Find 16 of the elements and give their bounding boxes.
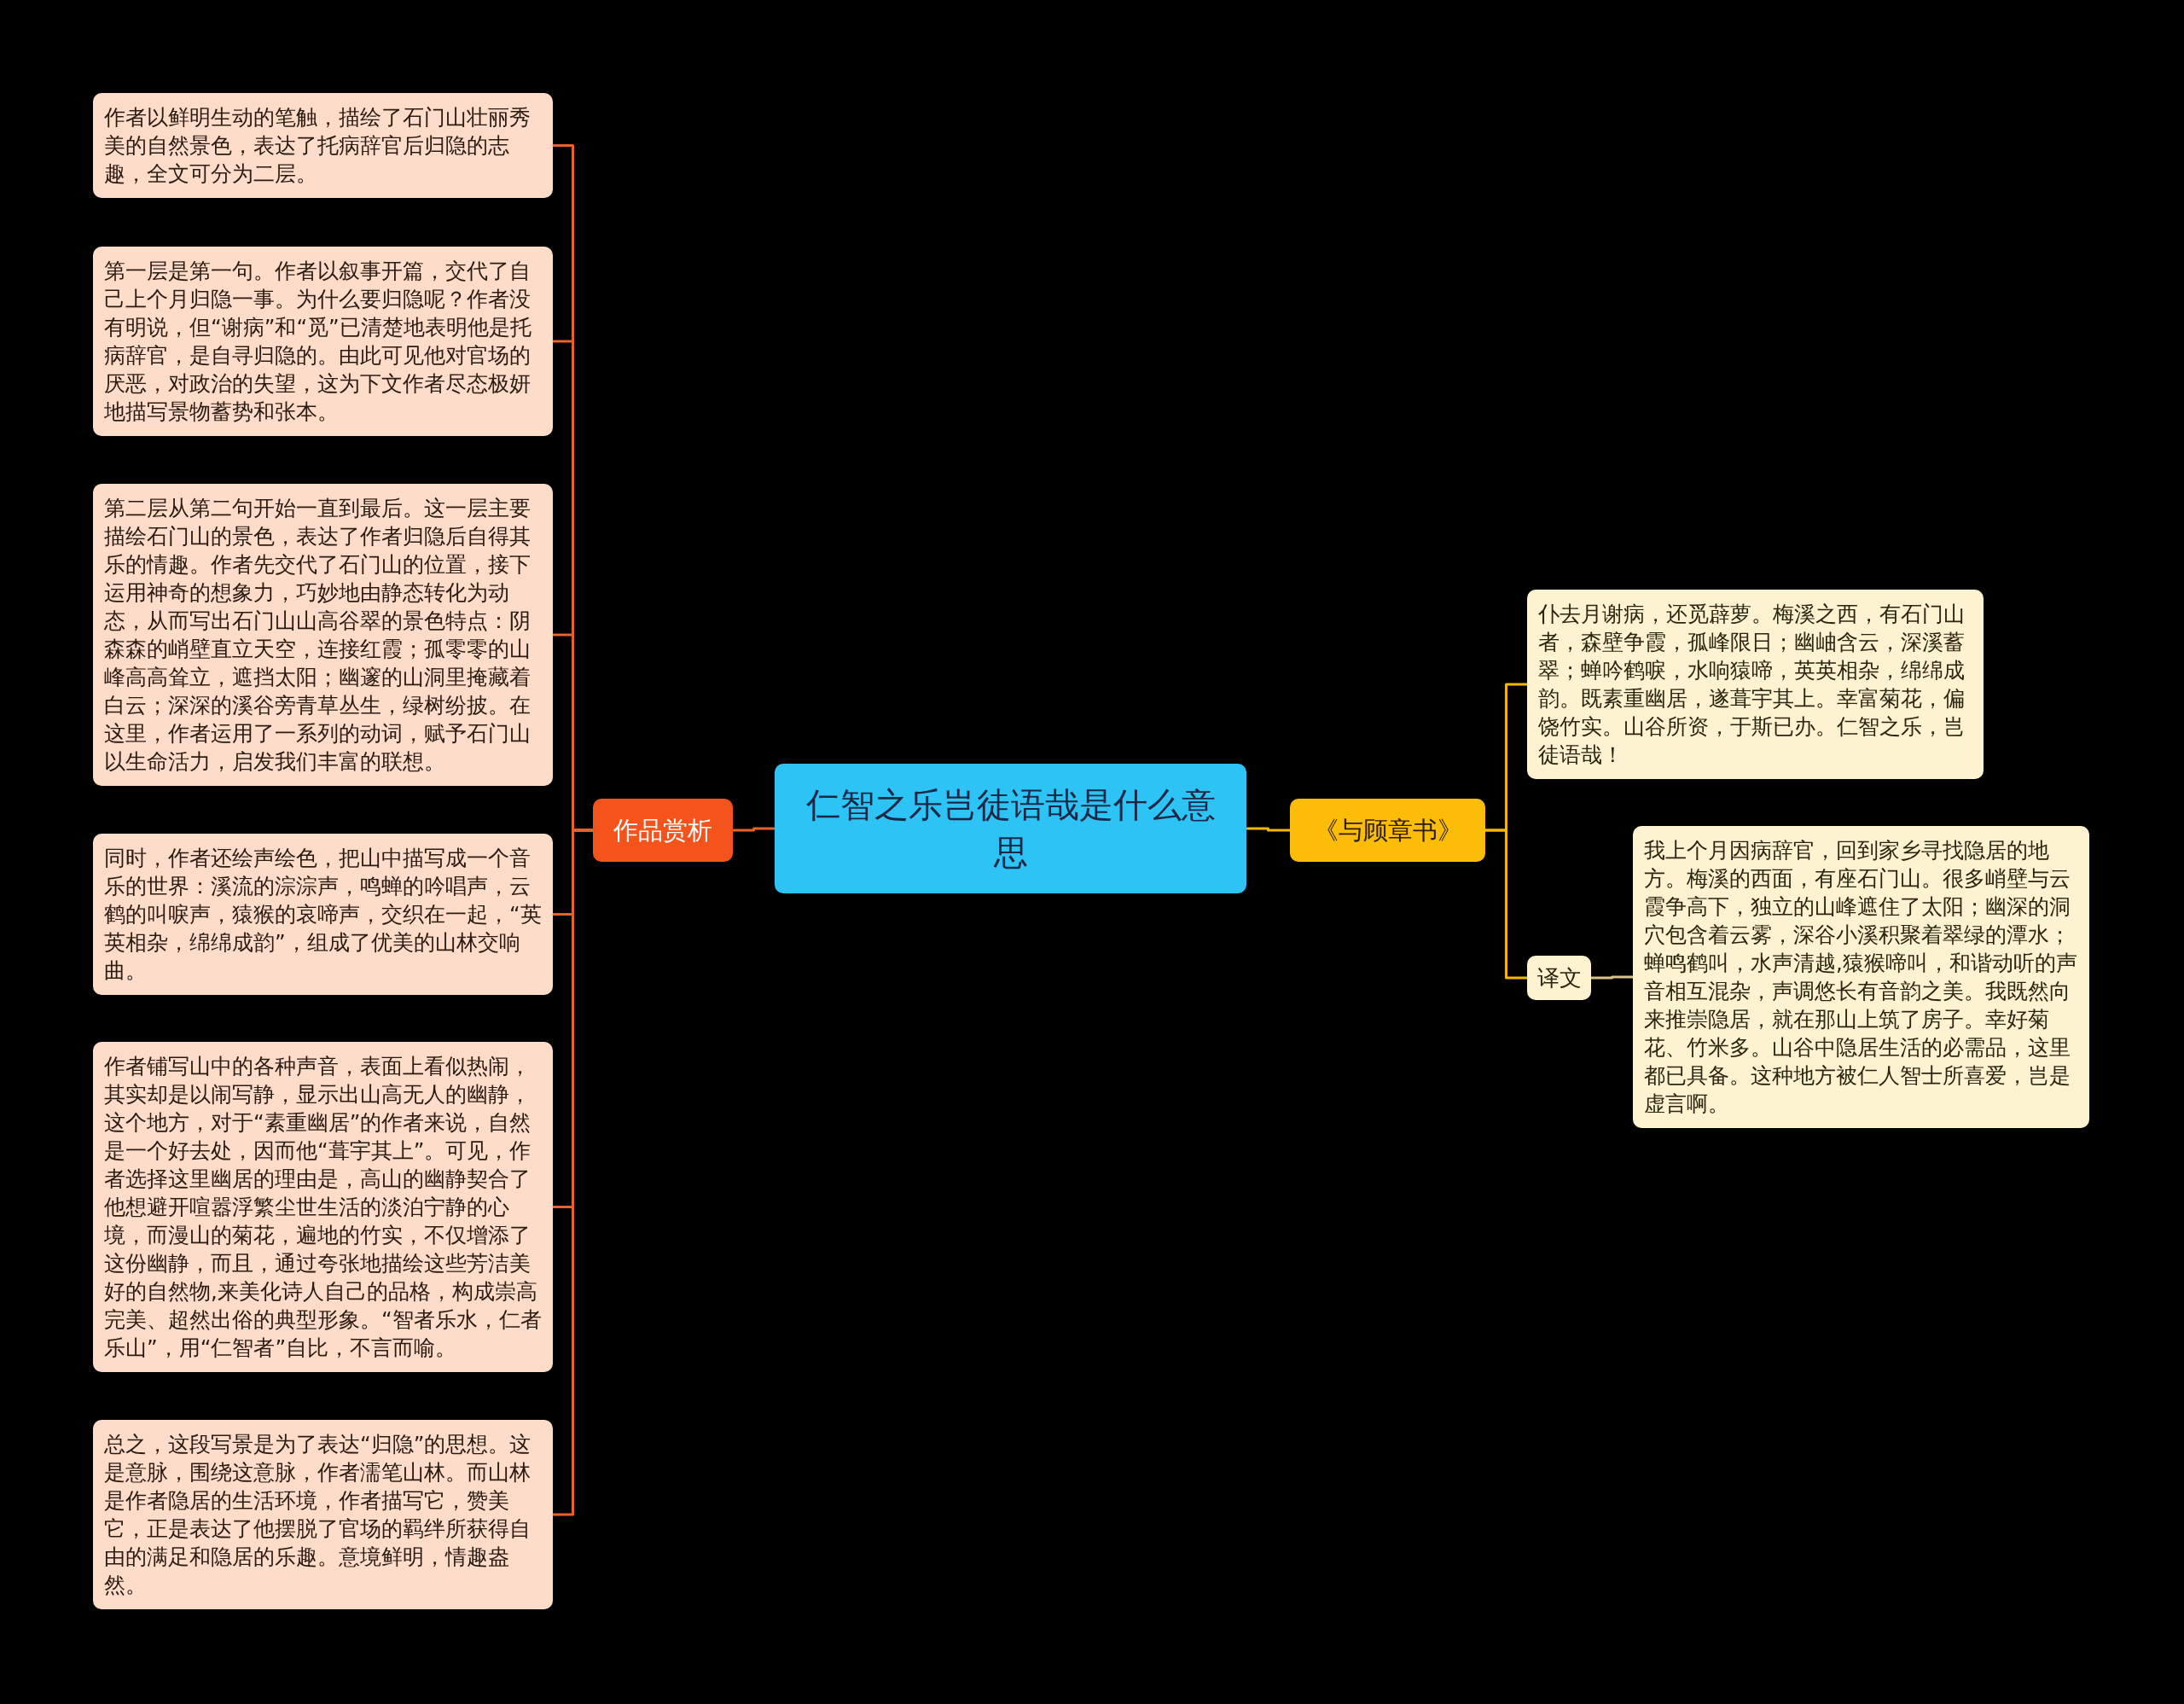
branch-topic-box: 《与顾章书》	[1290, 799, 1485, 862]
connector-line	[1246, 827, 1290, 832]
note-card: 第一层是第一句。作者以叙事开篇，交代了自己上个月归隐一事。为什么要归隐呢？作者没有明说，但“谢病”和“觅”已清楚地表明他是托病辞官，是自寻归隐的。由此可见他对官场的厌恶，对政治的失望，这为下文作者尽态极妍地描写景物蓄势和张本。	[93, 247, 553, 436]
note-card: 作者铺写山中的各种声音，表面上看似热闹，其实却是以闹写静，显示出山高无人的幽静，这个地方，对于“素重幽居”的作者来说，自然是一个好去处，因而他“葺宇其上”。可见，作者选择这里幽居的理由是，高山的幽静契合了他想避开喧嚣浮繁尘世生活的淡泊宁静的心境，而漫山的菊花，遍地的竹实，不仅增添了这份幽静，而且，通过夸张地描绘这些芳洁美好的自然物,来美化诗人自己的品格，构成崇高完美、超然出俗的典型形象。“智者乐水，仁者乐山”，用“仁智者”自比，不言而喻。	[93, 1042, 553, 1372]
note-card: 作者以鲜明生动的笔触，描绘了石门山壮丽秀美的自然景色，表达了托病辞官后归隐的志趣，全文可分为二层。	[93, 93, 553, 198]
connector-line	[733, 827, 775, 832]
branch-topic-box: 作品赏析	[593, 799, 733, 862]
note-card: 同时，作者还绘声绘色，把山中描写成一个音乐的世界：溪流的淙淙声，鸣蝉的吟唱声，云鹤的叫唳声，猿猴的哀啼声，交织在一起，“英英相杂，绵绵成韵”，组成了优美的山林交响曲。	[93, 834, 553, 995]
connector-line	[1591, 975, 1633, 980]
central-topic-box: 仁智之乐岂徒语哉是什么意思	[775, 764, 1246, 893]
connector-line	[1485, 829, 1527, 980]
note-card: 仆去月谢病，还觅薜萝。梅溪之西，有石门山者，森壁争霞，孤峰限日；幽岫含云，深溪蓄翠；蝉吟鹤唳，水响猿啼，英英相杂，绵绵成韵。既素重幽居，遂葺宇其上。幸富菊花，偏饶竹实。山谷所资，于斯已办。仁智之乐，岂徒语哉！	[1527, 590, 1984, 779]
note-card: 总之，这段写景是为了表达“归隐”的思想。这是意脉，围绕这意脉，作者濡笔山林。而山林是作者隐居的生活环境，作者描写它，赞美它，正是表达了他摆脱了官场的羁绊所获得自由的满足和隐居的乐趣。意境鲜明，情趣盎然。	[93, 1420, 553, 1609]
note-card: 第二层从第二句开始一直到最后。这一层主要描绘石门山的景色，表达了作者归隐后自得其乐的情趣。作者先交代了石门山的位置，接下运用神奇的想象力，巧妙地由静态转化为动态，从而写出石门山山高谷翠的景色特点：阴森森的峭壁直立天空，连接红霞；孤零零的山峰高高耸立，遮挡太阳；幽邃的山洞里掩藏着白云；深深的溪谷旁青草丛生，绿树纷披。在这里，作者运用了一系列的动词，赋予石门山以生命活力，启发我们丰富的联想。	[93, 484, 553, 786]
note-card: 我上个月因病辞官，回到家乡寻找隐居的地方。梅溪的西面，有座石门山。很多峭壁与云霞争高下，独立的山峰遮住了太阳；幽深的洞穴包含着云雾，深谷小溪积聚着翠绿的潭水；蝉鸣鹤叫，水声清越,猿猴啼叫，和谐动听的声音相互混杂，声调悠长有音韵之美。我既然向来推崇隐居，就在那山上筑了房子。幸好菊花、竹米多。山谷中隐居生活的必需品，这里都已具备。这种地方被仁人智士所喜爱，岂是虚言啊。	[1633, 826, 2089, 1128]
subtopic-box: 译文	[1527, 956, 1591, 1000]
